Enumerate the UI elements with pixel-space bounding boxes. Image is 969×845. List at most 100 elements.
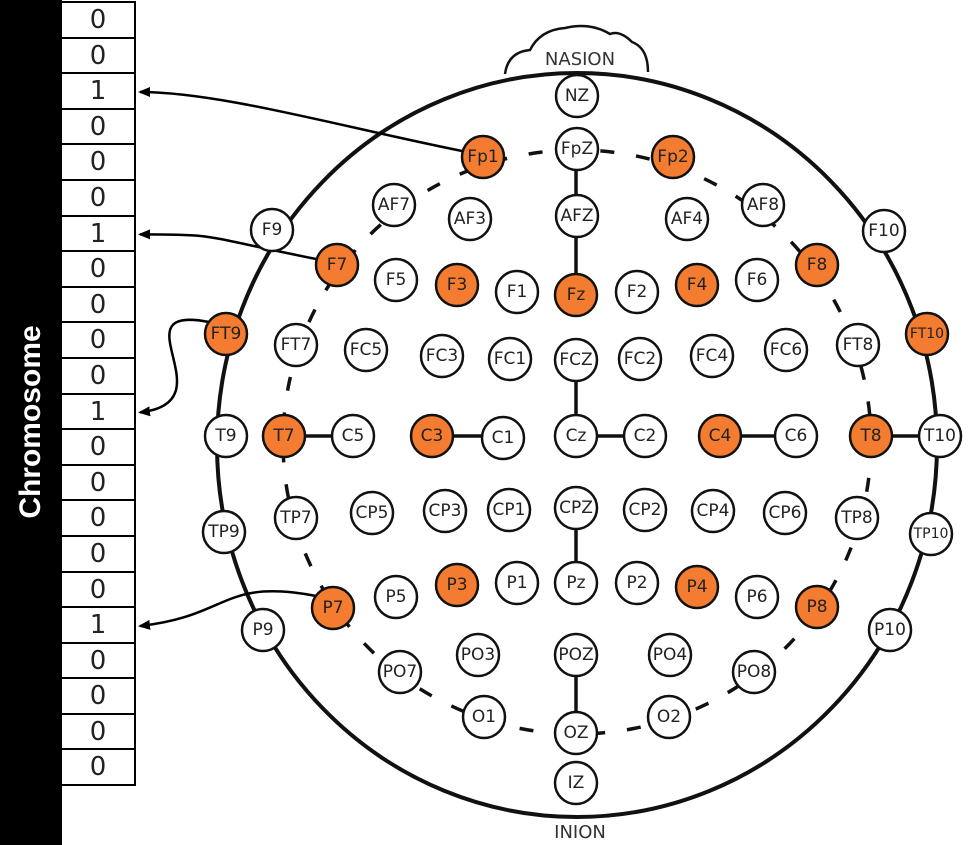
electrode-circle xyxy=(330,413,376,459)
electrode-f6: F6 xyxy=(734,257,780,303)
gene-cell: 0 xyxy=(60,1,136,39)
electrode-circle xyxy=(622,413,668,459)
electrode-label: AFZ xyxy=(560,206,593,226)
electrode-c5: C5 xyxy=(330,413,376,459)
electrode-selected-circle xyxy=(310,585,356,631)
electrode-ft9: FT9 xyxy=(203,311,249,357)
electrode-label: FC3 xyxy=(426,346,458,366)
electrode-label: T10 xyxy=(923,426,956,446)
electrode-label: Fp1 xyxy=(467,147,498,167)
electrode-circle xyxy=(734,257,780,303)
electrode-label: AF4 xyxy=(671,209,703,229)
electrode-label: T7 xyxy=(272,426,294,446)
electrode-fc2: FC2 xyxy=(617,336,663,382)
electrode-circle xyxy=(494,560,540,606)
electrode-cp4: CP4 xyxy=(690,488,736,534)
electrode-label: CPZ xyxy=(559,498,593,518)
electrode-circle xyxy=(835,322,881,368)
electrode-po3: PO3 xyxy=(455,632,501,678)
electrode-circle xyxy=(553,760,599,806)
electrode-c2: C2 xyxy=(622,413,668,459)
electrode-label: F10 xyxy=(868,221,899,241)
electrode-circle xyxy=(614,560,660,606)
electrode-label: FC6 xyxy=(770,340,802,360)
electrode-o2: O2 xyxy=(646,694,692,740)
electrode-selected-circle xyxy=(674,564,720,610)
electrode-p6: P6 xyxy=(734,574,780,620)
electrode-selected-circle xyxy=(794,242,840,288)
electrode-label: FCZ xyxy=(559,350,592,370)
electrode-circle xyxy=(553,632,599,678)
electrode-label: CP3 xyxy=(429,501,462,521)
electrode-p2: P2 xyxy=(614,560,660,606)
electrode-selected-circle xyxy=(904,311,950,357)
electrode-circle xyxy=(834,495,880,541)
electrode-circle xyxy=(273,495,319,541)
electrode-selected-circle xyxy=(848,413,894,459)
electrode-nz: NZ xyxy=(554,73,600,119)
electrode-circle xyxy=(908,511,954,557)
electrode-tp9: TP9 xyxy=(201,509,247,555)
electrode-label: P8 xyxy=(806,597,827,617)
electrode-label: PO8 xyxy=(737,662,771,682)
electrode-tp7: TP7 xyxy=(273,495,319,541)
electrode-label: F4 xyxy=(687,275,708,295)
electrode-p9: P9 xyxy=(240,607,286,653)
electrode-label: C6 xyxy=(785,426,808,446)
electrode-circle xyxy=(647,632,693,678)
electrode-c6: C6 xyxy=(773,413,819,459)
electrode-f9: F9 xyxy=(249,207,295,253)
electrode-label: Fz xyxy=(567,285,586,305)
electrode-label: Cz xyxy=(566,426,587,446)
electrode-fp2: Fp2 xyxy=(650,134,696,180)
mapping-arrow-p7 xyxy=(138,589,317,630)
electrode-label: F5 xyxy=(386,270,407,290)
electrode-selected-circle xyxy=(203,311,249,357)
electrode-cp5: CP5 xyxy=(349,490,395,536)
electrode-c4: C4 xyxy=(697,413,743,459)
electrode-circle xyxy=(486,487,532,533)
electrode-label: TP10 xyxy=(913,526,949,542)
electrode-circle xyxy=(917,413,963,459)
gene-cell: 0 xyxy=(60,321,136,359)
electrode-label: P2 xyxy=(626,573,647,593)
electrode-ft7: FT7 xyxy=(273,322,319,368)
electrode-selected-circle xyxy=(794,584,840,630)
electrode-tp10: TP10 xyxy=(908,511,954,557)
electrode-label: AF8 xyxy=(747,195,779,215)
electrode-label: PO4 xyxy=(653,645,687,665)
electrode-label: TP9 xyxy=(207,522,239,542)
electrode-fpz: FpZ xyxy=(554,126,600,172)
electrode-label: C3 xyxy=(421,426,444,446)
electrode-label: F7 xyxy=(327,255,348,275)
electrode-circle xyxy=(554,126,600,172)
electrode-label: C4 xyxy=(709,426,732,446)
electrode-label: FT10 xyxy=(910,326,944,342)
electrode-p10: P10 xyxy=(867,607,913,653)
gene-cell: 1 xyxy=(60,392,136,431)
gene-cell: 1 xyxy=(60,72,136,110)
electrode-circle xyxy=(773,413,819,459)
electrode-p5: P5 xyxy=(373,574,419,620)
electrode-selected-circle xyxy=(261,413,307,459)
electrode-fc4: FC4 xyxy=(689,333,735,379)
electrode-circle xyxy=(273,322,319,368)
electrode-circle xyxy=(554,193,600,239)
electrode-circle xyxy=(249,207,295,253)
mapping-arrow-fp1 xyxy=(138,87,463,153)
electrode-circle xyxy=(419,333,465,379)
electrode-label: P10 xyxy=(874,620,906,640)
electrode-selected-circle xyxy=(460,134,506,180)
electrode-selected-circle xyxy=(553,272,599,318)
electrode-t10: T10 xyxy=(917,413,963,459)
electrode-fp1: Fp1 xyxy=(460,134,506,180)
nasion-label: NASION xyxy=(545,49,615,70)
electrode-label: P5 xyxy=(385,587,406,607)
gene-cell: 0 xyxy=(60,641,136,680)
electrode-circle xyxy=(494,269,540,315)
electrode-label: FT9 xyxy=(211,324,242,344)
electrode-label: TP8 xyxy=(840,508,872,528)
electrode-circle xyxy=(371,182,417,228)
